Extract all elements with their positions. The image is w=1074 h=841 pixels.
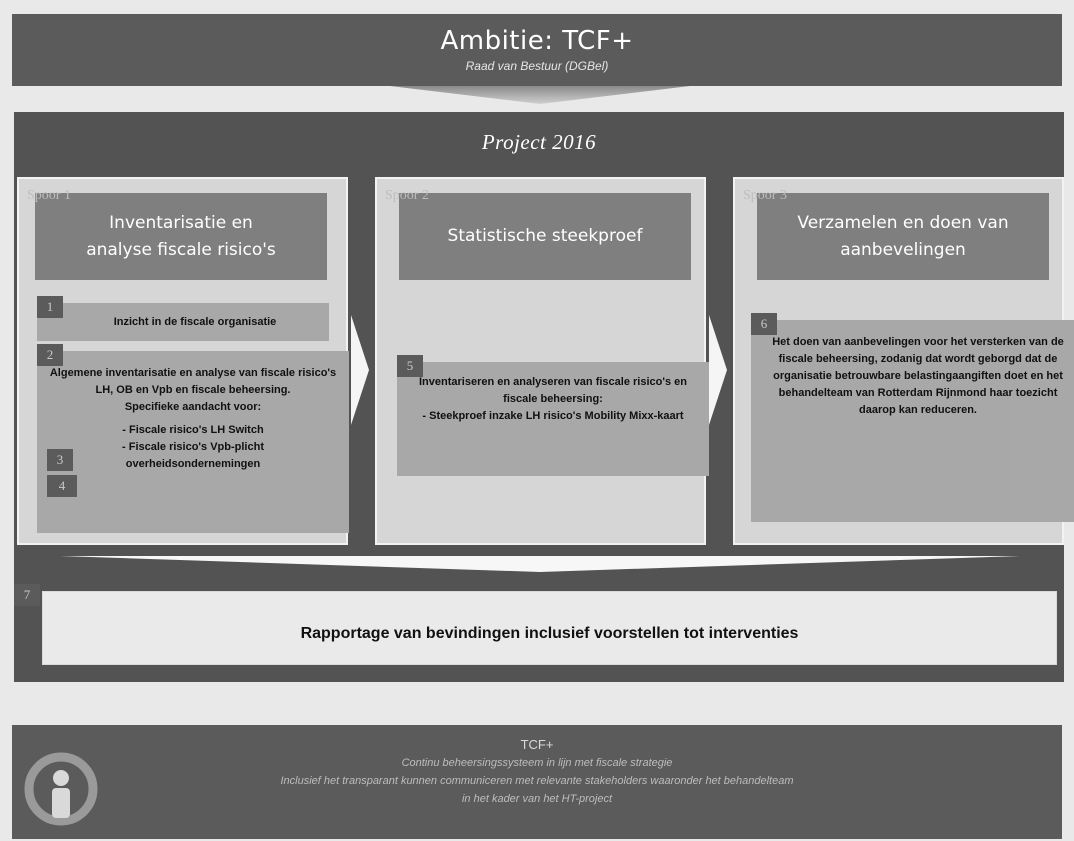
item-5-text: Inventariseren en analyseren van fiscale… [419, 376, 687, 405]
item-2-box: Algemene inventarisatie en analyse van f… [37, 351, 349, 533]
rapportage-number: 7 [14, 584, 40, 606]
spoor-2-title-box: Statistische steekproef [399, 193, 691, 280]
spoor-2-tag: Spoor 2 [385, 188, 429, 203]
spoor-3-tag: Spoor 3 [743, 188, 787, 203]
chevron-down-icon [390, 86, 690, 104]
item-2-subheading: Specifieke aandacht voor: [124, 401, 262, 413]
footer-line-1: Continu beheersingssysteem in lijn met f… [401, 757, 673, 769]
item-6-text: Het doen van aanbevelingen voor het vers… [772, 336, 1064, 416]
footer-line-3: in het kader van het HT-project [461, 793, 612, 805]
footer-line-2: Inclusief het transparant kunnen communi… [280, 775, 794, 787]
item-2-number: 2 [37, 344, 63, 366]
item-4-text: - Fiscale risico's Vpb-plicht overheidso… [122, 441, 264, 470]
item-2-text: Algemene inventarisatie en analyse van f… [49, 367, 337, 396]
spoor-1-panel: Inventarisatie en analyse fiscale risico… [17, 177, 349, 545]
project-title: Project 2016 [481, 130, 597, 154]
header-title: Ambitie: TCF+ [440, 26, 634, 56]
item-4-number: 4 [47, 475, 77, 497]
spoor-3-panel: Verzamelen en doen van aanbevelingen Spo… [733, 177, 1074, 545]
spoor-3-title: Verzamelen en doen van aanbevelingen [797, 212, 1009, 260]
item-5-number: 5 [397, 355, 423, 377]
rapportage-box: Rapportage van bevindingen inclusief voo… [42, 591, 1057, 665]
header-subtitle: Raad van Bestuur (DGBel) [465, 59, 609, 73]
footer-title: TCF+ [520, 737, 554, 752]
item-1-number: 1 [37, 296, 63, 318]
person-cycle-icon [20, 748, 102, 830]
spoor-3-title-box: Verzamelen en doen van aanbevelingen [757, 193, 1049, 280]
spoor-1-title-box: Inventarisatie en analyse fiscale risico… [35, 193, 327, 280]
item-5-subtext: - Steekproef inzake LH risico's Mobility… [422, 410, 684, 422]
spoor-2-title: Statistische steekproef [447, 226, 643, 246]
tcf-footer: TCF+ Continu beheersingssysteem in lijn … [12, 725, 1062, 839]
spoor-1-title: Inventarisatie en analyse fiscale risico… [86, 212, 276, 260]
item-1-box: Inzicht in de fiscale organisatie [37, 303, 329, 341]
item-3-text: - Fiscale risico's LH Switch [122, 424, 264, 436]
spoor-1-tag: Spoor 1 [27, 188, 71, 203]
spoor-2-panel: Statistische steekproef Spoor 2 Inventar… [375, 177, 709, 545]
item-3-number: 3 [47, 449, 73, 471]
ambitie-header: Ambitie: TCF+ Raad van Bestuur (DGBel) [12, 14, 1062, 86]
rapportage-text: Rapportage van bevindingen inclusief voo… [300, 625, 799, 642]
item-6-number: 6 [751, 313, 777, 335]
item-5-box: Inventariseren en analyseren van fiscale… [397, 362, 709, 476]
item-1-text: Inzicht in de fiscale organisatie [113, 316, 277, 328]
item-6-box: Het doen van aanbevelingen voor het vers… [751, 320, 1074, 522]
